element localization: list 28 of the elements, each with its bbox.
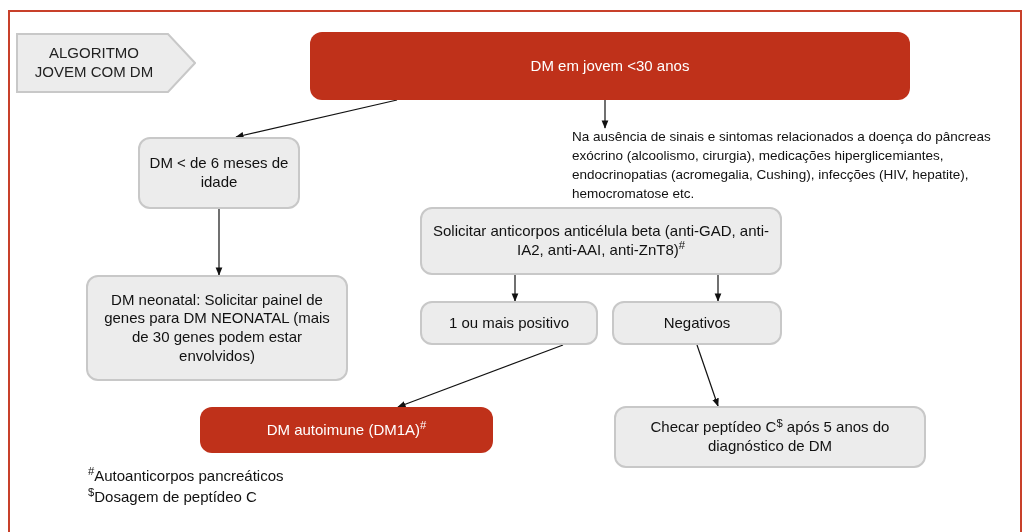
highlight-box (310, 32, 910, 100)
process-box (614, 406, 926, 468)
arrow (397, 344, 564, 408)
tag-pentagon (16, 33, 196, 93)
arrow (235, 99, 398, 139)
arrow (696, 344, 719, 407)
process-box (420, 301, 598, 345)
process-box (86, 275, 348, 381)
box-label: Checar peptídeo C$^{$}$ após 5 anos do diagnóstico de DM (649, 418, 891, 456)
box-label: 1 ou mais positivo (448, 313, 570, 333)
process-box (138, 137, 300, 209)
highlight-box (200, 407, 493, 453)
note-text: Na ausência de sinais e sintomas relacionados a doença do pâncreas exócrino (alcoolismo, cirurgia), medicações hiperglicemiantes, endocrinopatias (acromegalia, Cushing), infecções (HIV, hepatite), hemocromatose etc. (572, 128, 992, 203)
box-label: DM em jovem <30 anos (530, 56, 690, 76)
process-box (420, 207, 782, 275)
box-label: DM autoimune (DM1A)$^{#}$ (266, 420, 427, 440)
box-label: Negativos (663, 313, 731, 333)
arrow (511, 274, 519, 302)
footnote: $^{#}$Autoanticorpos pancreáticos (88, 466, 284, 486)
box-label: DM < de 6 meses de idade (148, 154, 290, 192)
box-label: ALGORITMO JOVEM COM DM (33, 44, 155, 82)
arrow (601, 99, 609, 129)
process-box (612, 301, 782, 345)
box-label: Solicitar anticorpos anticélula beta (anti-GAD, anti-IA2, anti-AAI, anti-ZnT8)$^{#}$ (432, 222, 770, 260)
box-label: DM neonatal: Solicitar painel de genes para DM NEONATAL (mais de 30 genes podem estar envolvidos) (103, 290, 331, 366)
arrow (714, 274, 722, 302)
arrow (215, 208, 223, 276)
footnote: $^{$}$Dosagem de peptídeo C (88, 486, 258, 507)
